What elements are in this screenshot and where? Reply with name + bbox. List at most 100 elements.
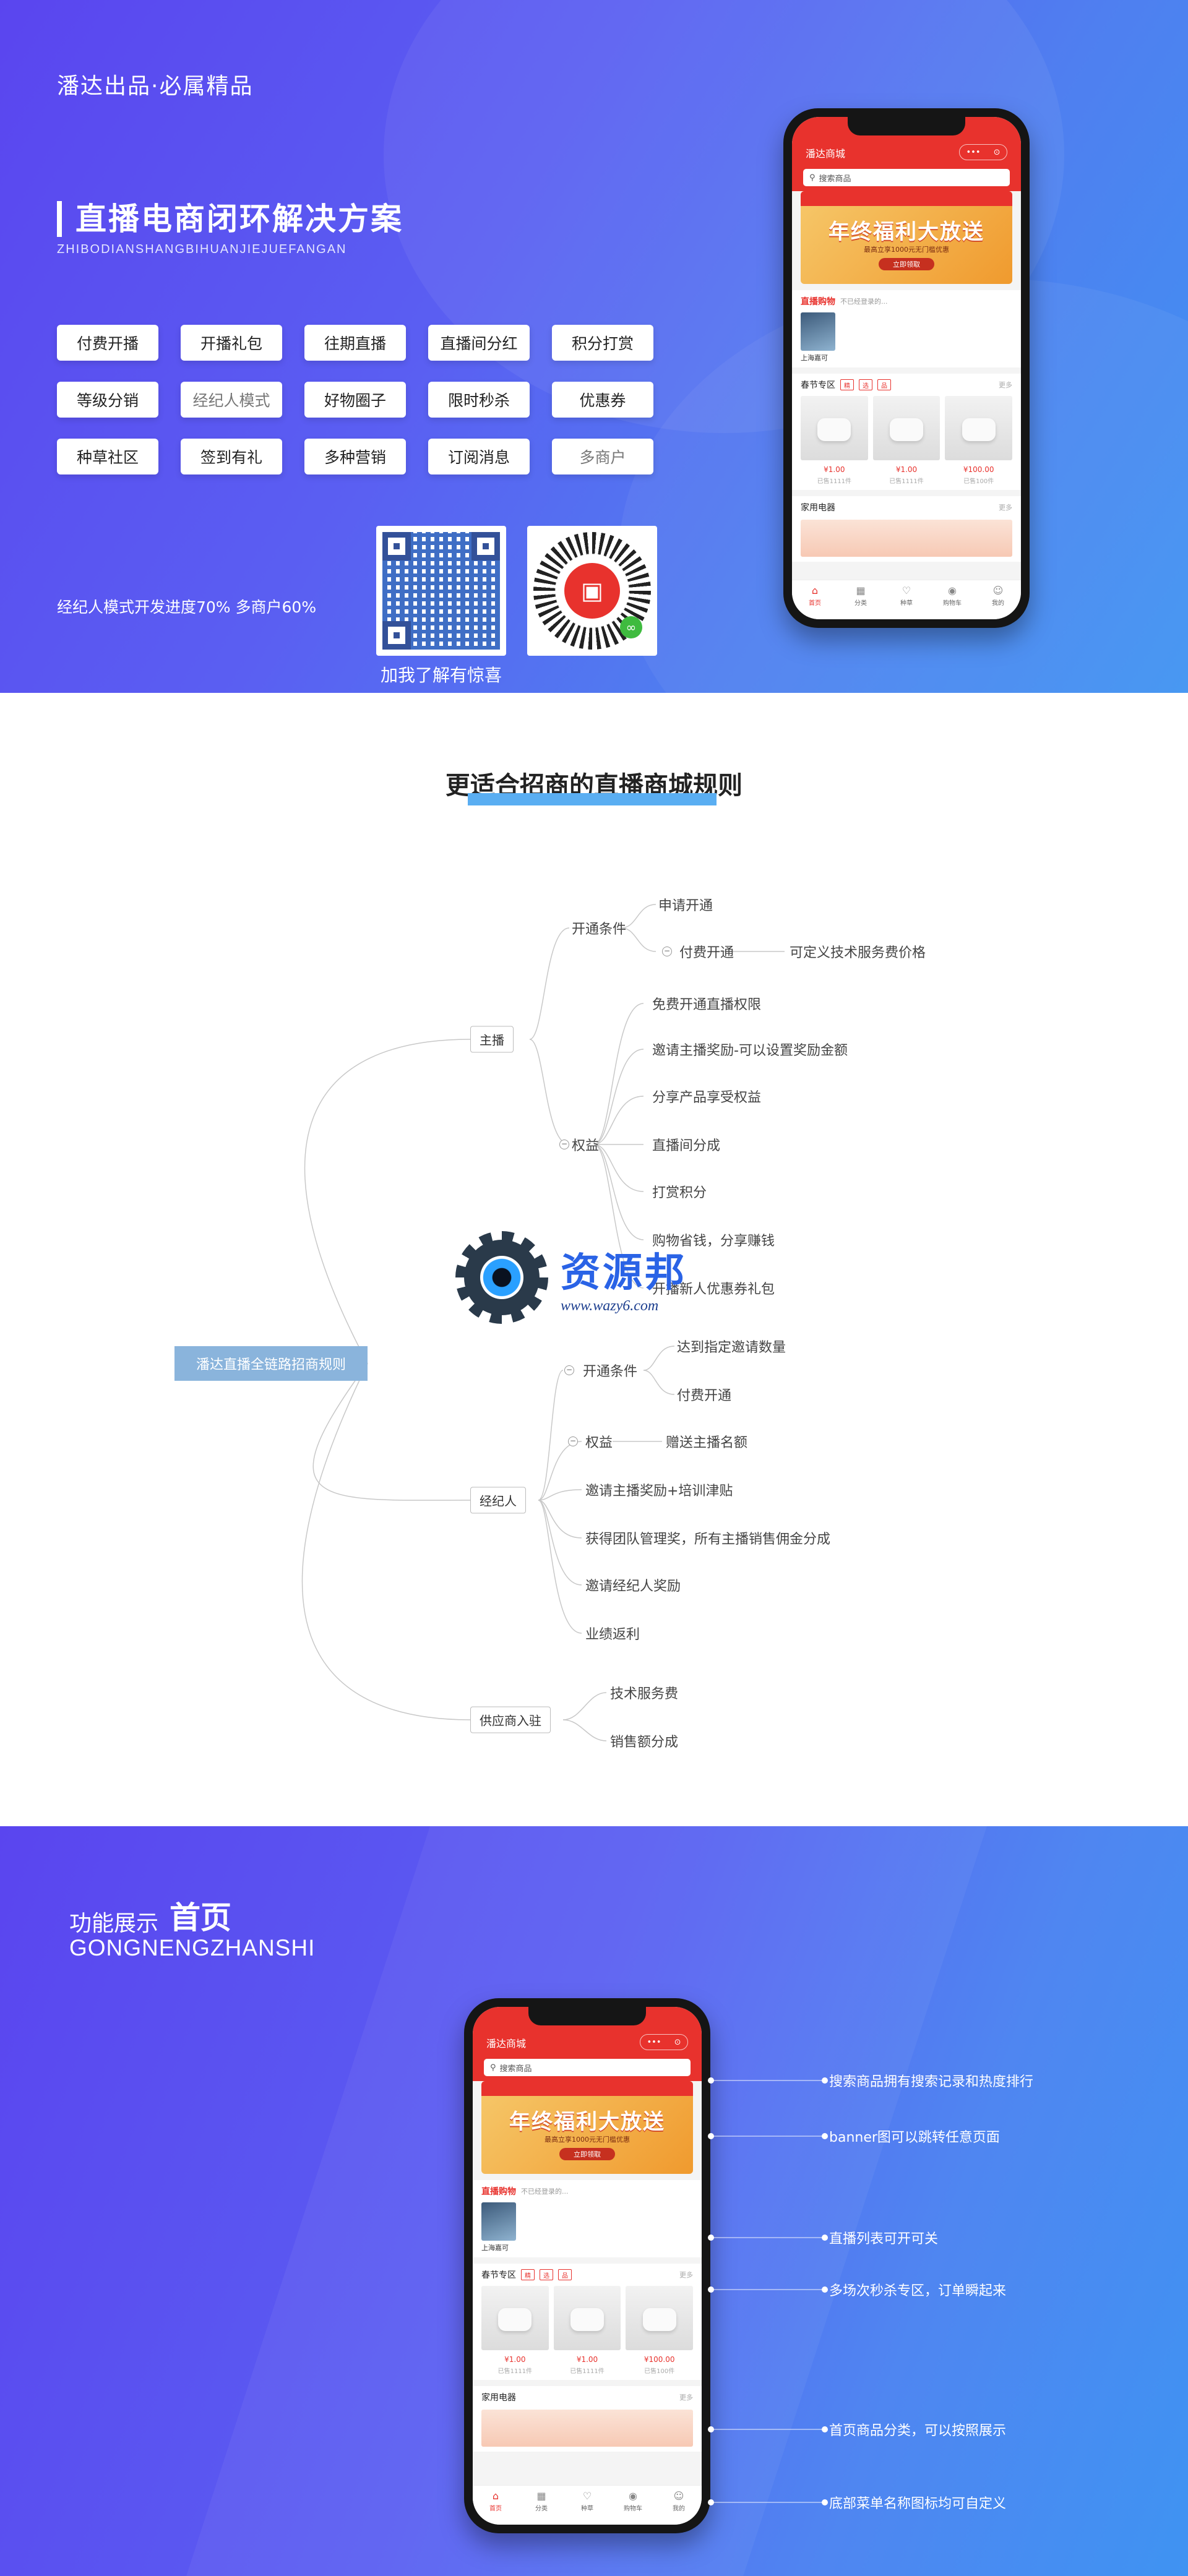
- goods-list: ¥1.00 已售1111件 ¥1.00 已售1111件 ¥100.00 已售10…: [481, 2286, 694, 2375]
- goods-image: [945, 396, 1013, 460]
- node-agent-item: 邀请主播奖励+培训津贴: [585, 1483, 733, 1499]
- collapse-toggle[interactable]: −: [568, 1436, 578, 1446]
- more-link[interactable]: 更多: [999, 504, 1012, 512]
- tag-community[interactable]: 种草社区: [57, 439, 158, 474]
- mind-map: 潘达直播全链路招商规则 主播 开通条件 申请开通 − 付费开通 可定义技术服务费…: [0, 829, 1188, 1794]
- tag-goods-circle[interactable]: 好物圈子: [304, 382, 406, 418]
- more-link[interactable]: 更多: [999, 381, 1012, 389]
- wechat-icon: ∞: [620, 616, 642, 638]
- spring-tag[interactable]: 选: [540, 2269, 553, 2280]
- node-agent[interactable]: 经纪人: [470, 1487, 526, 1514]
- tab-label: 首页: [489, 2505, 502, 2512]
- tab-label: 种草: [900, 599, 913, 607]
- collapse-toggle[interactable]: −: [662, 947, 672, 956]
- mind-map-root[interactable]: 潘达直播全链路招商规则: [174, 1346, 368, 1381]
- close-icon[interactable]: ⊙: [993, 147, 1001, 157]
- more-link[interactable]: 更多: [679, 2271, 693, 2279]
- live-thumbnail[interactable]: [801, 312, 835, 351]
- tab-cart[interactable]: ◉购物车: [929, 580, 975, 611]
- feature-title-small: 功能展示: [69, 1911, 159, 1936]
- callout-line: [708, 2077, 828, 2084]
- live-caption: 上海嘉可: [801, 354, 828, 362]
- tag-live-gift[interactable]: 开播礼包: [181, 325, 282, 361]
- search-input[interactable]: ⚲ 搜索商品: [484, 2059, 691, 2076]
- close-icon[interactable]: ⊙: [674, 2037, 681, 2047]
- collapse-toggle[interactable]: −: [564, 1365, 574, 1375]
- search-input[interactable]: ⚲ 搜索商品: [803, 169, 1010, 186]
- tab-category[interactable]: ▦分类: [838, 580, 884, 611]
- node-agent-paid-open: 付费开通: [677, 1388, 732, 1404]
- goods-card[interactable]: ¥1.00 已售1111件: [481, 2286, 549, 2375]
- category-image[interactable]: [481, 2410, 693, 2447]
- tab-home[interactable]: ⌂首页: [792, 580, 838, 611]
- tab-category[interactable]: ▦分类: [519, 2486, 564, 2516]
- tab-community[interactable]: ♡种草: [884, 580, 929, 611]
- spring-tag[interactable]: 精: [840, 379, 854, 390]
- spring-section-title: 春节专区: [481, 2270, 516, 2280]
- tab-mine[interactable]: ☺我的: [975, 580, 1021, 611]
- goods-image: [872, 396, 940, 460]
- feature-title: 功能展示 首页: [69, 1893, 231, 1938]
- node-supplier-item: 技术服务费: [610, 1686, 679, 1702]
- goods-card[interactable]: ¥1.00 已售1111件: [553, 2286, 621, 2375]
- live-thumbnail[interactable]: [481, 2202, 516, 2241]
- tag-marketing[interactable]: 多种营销: [304, 439, 406, 474]
- spring-tag[interactable]: 品: [558, 2269, 572, 2280]
- node-right-item: 开播新人优惠券礼包: [652, 1282, 775, 1297]
- capsule-menu[interactable]: ••• ⊙: [640, 2034, 688, 2050]
- brand-slogan: 潘达出品·必属精品: [57, 74, 254, 99]
- tag-points-reward[interactable]: 积分打赏: [552, 325, 653, 361]
- tag-agent-mode[interactable]: 经纪人模式: [181, 382, 282, 418]
- category-icon: ▦: [856, 584, 866, 596]
- phone-screen: 潘达商城 ••• ⊙ ⚲ 搜索商品 年终福利大放送 最高立享1000元无门槛优惠…: [473, 2007, 702, 2525]
- goods-sold: 已售1111件: [817, 478, 852, 485]
- goods-card[interactable]: ¥1.00 已售1111件: [801, 396, 868, 485]
- goods-image: [626, 2286, 694, 2350]
- goods-price: ¥1.00: [824, 465, 845, 474]
- spring-tag[interactable]: 品: [877, 379, 891, 390]
- banner-subline: 最高立享1000元无门槛优惠: [544, 2136, 630, 2144]
- tag-flash-sale[interactable]: 限时秒杀: [428, 382, 530, 418]
- callout-line: [708, 2235, 828, 2241]
- collapse-toggle[interactable]: −: [559, 1140, 569, 1149]
- tag-subscribe[interactable]: 订阅消息: [428, 439, 530, 474]
- category-image[interactable]: [801, 520, 1012, 557]
- more-icon[interactable]: •••: [966, 147, 981, 157]
- banner[interactable]: 年终福利大放送 最高立享1000元无门槛优惠 立即领取: [801, 191, 1012, 284]
- more-link[interactable]: 更多: [679, 2394, 693, 2402]
- tag-multi-merchant[interactable]: 多商户: [552, 439, 653, 474]
- tag-past-live[interactable]: 往期直播: [304, 325, 406, 361]
- goods-sold: 已售1111件: [570, 2368, 605, 2375]
- goods-card[interactable]: ¥100.00 已售100件: [626, 2286, 694, 2375]
- spring-tag[interactable]: 选: [859, 379, 872, 390]
- hero-title: 直播电商闭环解决方案: [57, 201, 403, 237]
- goods-sold: 已售1111件: [497, 2368, 533, 2375]
- goods-card[interactable]: ¥1.00 已售1111件: [872, 396, 940, 485]
- qr-code-pattern: [382, 532, 500, 650]
- tab-mine[interactable]: ☺我的: [656, 2486, 702, 2516]
- node-supplier[interactable]: 供应商入驻: [470, 1706, 551, 1733]
- tag-coupon[interactable]: 优惠券: [552, 382, 653, 418]
- node-agent-item: 邀请经纪人奖励: [585, 1579, 681, 1594]
- tab-home[interactable]: ⌂首页: [473, 2486, 519, 2516]
- goods-image: [801, 396, 868, 460]
- tag-paid-live[interactable]: 付费开播: [57, 325, 158, 361]
- more-icon[interactable]: •••: [647, 2037, 661, 2047]
- tag-live-dividend[interactable]: 直播间分红: [428, 325, 530, 361]
- progress-text: 经纪人模式开发进度70% 多商户60%: [57, 598, 317, 616]
- goods-price: ¥1.00: [895, 465, 918, 474]
- tag-sign-in[interactable]: 签到有礼: [181, 439, 282, 474]
- node-anchor[interactable]: 主播: [470, 1026, 514, 1053]
- spring-tag[interactable]: 精: [521, 2269, 535, 2280]
- goods-card[interactable]: ¥100.00 已售100件: [945, 396, 1013, 485]
- banner[interactable]: 年终福利大放送 最高立享1000元无门槛优惠 立即领取: [481, 2081, 693, 2174]
- tab-cart[interactable]: ◉购物车: [610, 2486, 656, 2516]
- banner-claim-button[interactable]: 立即领取: [879, 258, 934, 270]
- capsule-menu[interactable]: ••• ⊙: [959, 144, 1007, 160]
- node-right-item: 免费开通直播权限: [652, 997, 762, 1013]
- callout-flash-sale: 多场次秒杀专区，订单瞬起来: [829, 2283, 1007, 2299]
- tag-level-distribution[interactable]: 等级分销: [57, 382, 158, 418]
- cart-icon: ◉: [948, 584, 957, 596]
- tab-community[interactable]: ♡种草: [564, 2486, 610, 2516]
- banner-claim-button[interactable]: 立即领取: [559, 2148, 615, 2160]
